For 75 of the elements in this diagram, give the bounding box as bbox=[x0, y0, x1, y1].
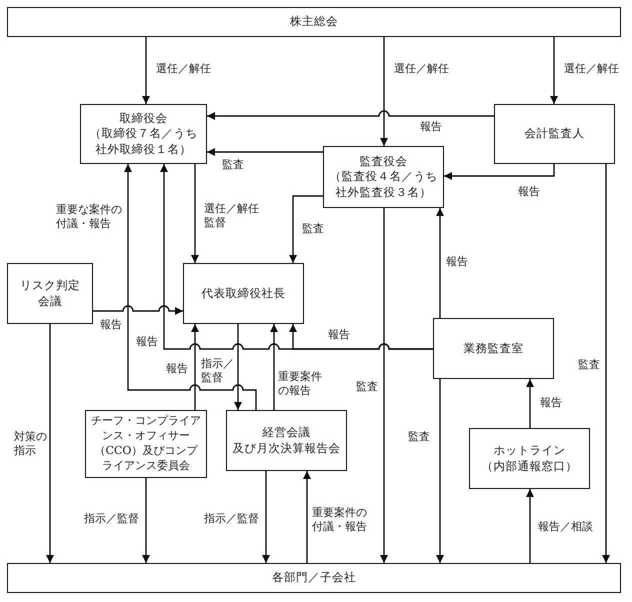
edge-label: 監査 bbox=[356, 380, 378, 394]
node-title: 各部門／子会社 bbox=[272, 570, 356, 586]
arrow bbox=[93, 305, 183, 315]
arrow bbox=[262, 471, 270, 563]
edge-label: 選任／解任 bbox=[156, 62, 211, 76]
organization-box bbox=[226, 410, 347, 471]
arrow bbox=[289, 324, 433, 350]
organization-box bbox=[85, 410, 207, 478]
node-title: チーフ・コンプライアンス・オフィサー（CCO）及びコンプライアンス委員会 bbox=[90, 414, 202, 474]
edge-label: 監査 bbox=[302, 222, 324, 236]
arrow bbox=[436, 379, 444, 563]
node-title: 業務監査室 bbox=[464, 340, 524, 356]
arrow bbox=[234, 324, 242, 410]
arrow bbox=[191, 164, 199, 263]
edge-label: 報告 bbox=[420, 120, 442, 134]
node-title: 会計監査人 bbox=[524, 126, 584, 142]
edge-label: 指示／監督 bbox=[84, 512, 139, 526]
edge-label: 報告 bbox=[166, 362, 188, 376]
edge-label: 指示／監督 bbox=[201, 357, 235, 386]
arrow bbox=[289, 195, 323, 263]
edge-label: 監査 bbox=[222, 158, 244, 172]
node-title: リスク判定会議 bbox=[20, 278, 80, 310]
arrow bbox=[380, 37, 388, 146]
edge-label: 報告 bbox=[540, 396, 562, 410]
arrow bbox=[526, 379, 534, 428]
arrow bbox=[191, 324, 199, 410]
node-title: ホットライン bbox=[494, 442, 566, 458]
node-title: 経営会議 bbox=[262, 424, 310, 440]
edge-label: 報告 bbox=[446, 255, 468, 270]
edge-label: 報告 bbox=[328, 328, 350, 342]
arrow bbox=[550, 37, 558, 104]
organization-box bbox=[183, 263, 304, 324]
edge-label: 選任／解任監督 bbox=[204, 202, 260, 231]
arrow bbox=[526, 489, 534, 563]
arrow bbox=[207, 110, 494, 120]
arrow bbox=[142, 37, 150, 104]
edge-label: 選任／解任 bbox=[564, 62, 619, 76]
edge-label: 指示／監督 bbox=[204, 512, 259, 526]
node-title: 株主総会 bbox=[290, 14, 338, 30]
organization-band bbox=[7, 7, 621, 37]
organization-band bbox=[7, 563, 621, 593]
organization-box bbox=[7, 263, 93, 324]
arrow bbox=[380, 208, 388, 563]
node-text: （内部通報窓口） bbox=[482, 458, 578, 474]
edge-label: 監査 bbox=[578, 358, 600, 372]
edge-label: 対策の指示 bbox=[14, 430, 48, 459]
arrow bbox=[270, 324, 278, 410]
edge-label: 重要案件の報告 bbox=[278, 370, 323, 399]
arrow bbox=[142, 478, 150, 563]
node-text: （監査役４名／うち社外監査役３名） bbox=[328, 169, 438, 200]
edge-label: 重要な案件の付議・報告 bbox=[56, 203, 123, 232]
edge-label: 報告 bbox=[100, 318, 122, 332]
arrow bbox=[444, 164, 555, 180]
edge-label: 監査 bbox=[408, 430, 430, 444]
edge-label: 報告／相談 bbox=[538, 520, 593, 534]
arrow bbox=[46, 324, 54, 563]
arrow bbox=[303, 471, 311, 563]
organization-box bbox=[494, 104, 615, 164]
node-title: 監査役会 bbox=[360, 154, 408, 170]
organization-box bbox=[433, 318, 554, 379]
edge-label: 報告 bbox=[518, 185, 540, 200]
organization-box bbox=[323, 146, 444, 208]
edge-label: 選任／解任 bbox=[394, 62, 449, 76]
arrow bbox=[436, 208, 444, 318]
organization-box bbox=[469, 428, 590, 489]
node-text: （取締役７名／うち社外取締役１名） bbox=[88, 126, 198, 158]
arrow bbox=[124, 164, 257, 410]
node-title: 代表取締役社長 bbox=[202, 286, 286, 302]
arrow bbox=[207, 148, 323, 156]
node-text: 及び月次決算報告会 bbox=[232, 440, 340, 456]
edge-label: 報告 bbox=[136, 335, 158, 350]
node-title: 取締役会 bbox=[120, 110, 168, 126]
arrow bbox=[602, 164, 610, 563]
edge-label: 重要案件の付議・報告 bbox=[312, 506, 368, 535]
organization-box bbox=[80, 104, 207, 164]
